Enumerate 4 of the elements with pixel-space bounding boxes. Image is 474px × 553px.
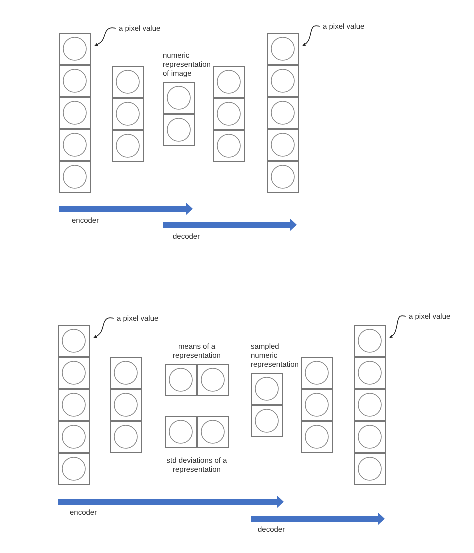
leader-line [390,316,406,338]
leader-line [94,28,116,46]
leader-line [94,318,114,338]
leader-line [302,26,320,46]
